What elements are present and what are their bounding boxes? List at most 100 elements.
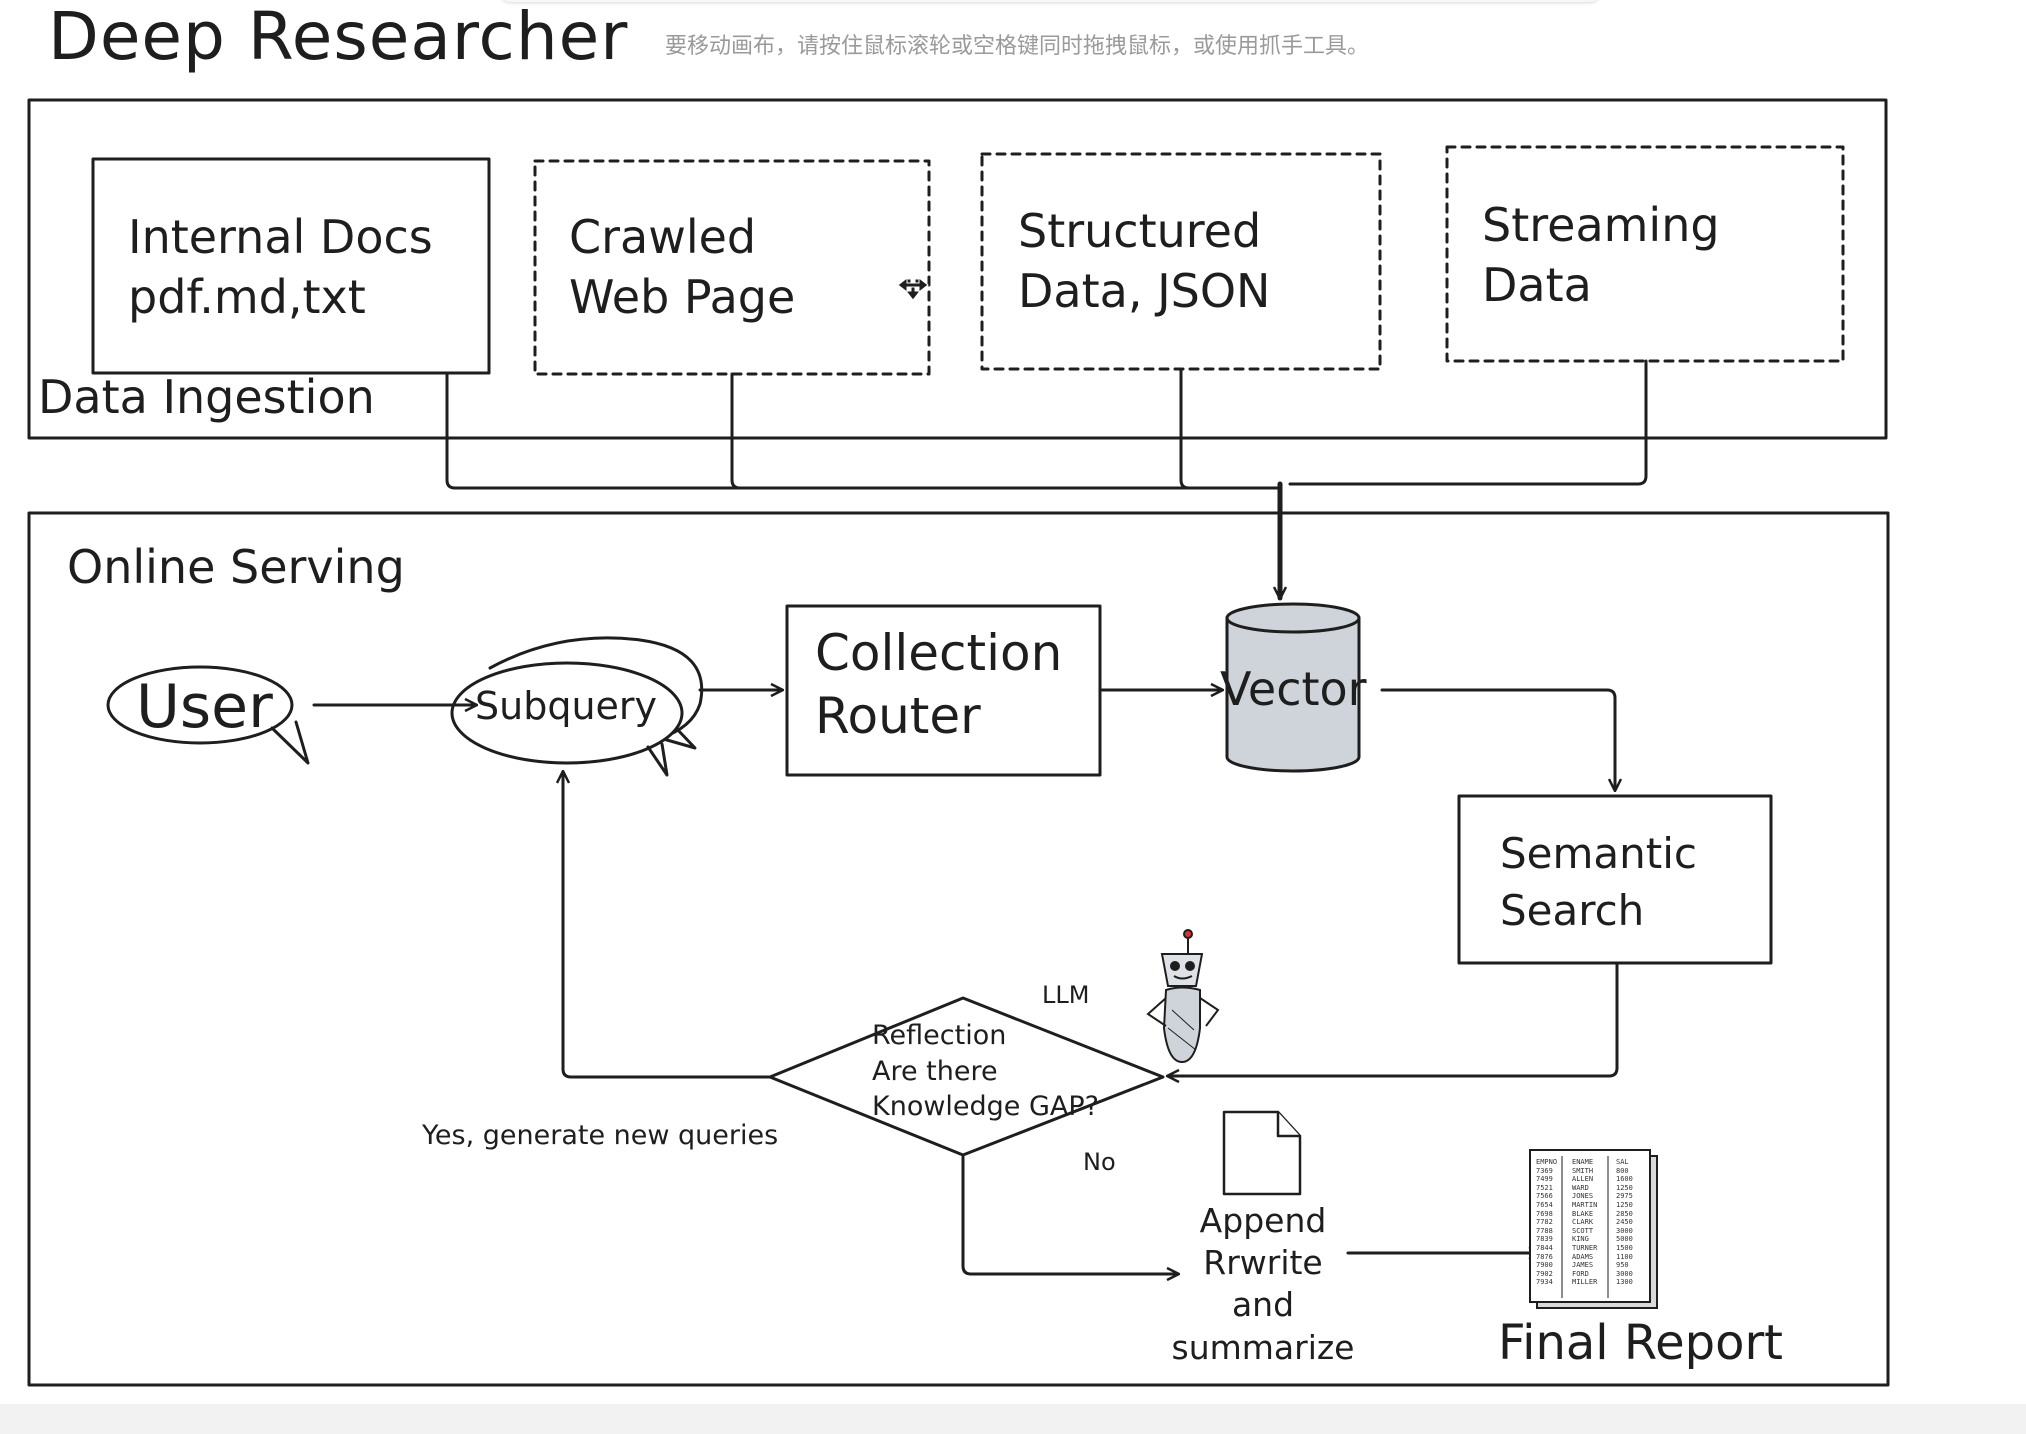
page-title: Deep Researcher xyxy=(48,0,629,75)
table-row: 7839 KING 5000 xyxy=(1536,1235,1644,1244)
table-row: 7782 CLARK 2450 xyxy=(1536,1218,1644,1227)
table-row: 7902 FORD 3000 xyxy=(1536,1270,1644,1279)
table-cell: 7566 xyxy=(1536,1192,1553,1201)
collection-router-box[interactable] xyxy=(785,604,1102,777)
table-cell: 1100 xyxy=(1616,1252,1633,1261)
table-cell: 2450 xyxy=(1616,1218,1633,1227)
final-report-label: Final Report xyxy=(1498,1315,1783,1371)
vector-store[interactable] xyxy=(1225,602,1361,773)
arrow-vector-to-semantic xyxy=(1380,688,1615,790)
streaming-data-label: Streaming Data xyxy=(1482,198,1720,312)
llm-label: LLM xyxy=(1042,981,1090,1009)
table-cell: 1500 xyxy=(1616,1243,1633,1252)
table-cell: 7521 xyxy=(1536,1183,1553,1192)
semantic-search-box[interactable] xyxy=(1457,794,1773,965)
reflection-diamond[interactable] xyxy=(768,996,1165,1157)
canvas-hint-text: 要移动画布，请按住鼠标滚轮或空格键同时拖拽鼠标，或使用抓手工具。 xyxy=(665,34,1370,59)
table-cell: 950 xyxy=(1616,1261,1629,1270)
table-cell: BLAKE xyxy=(1572,1209,1594,1218)
internal-docs-label: Internal Docs pdf.md,txt xyxy=(128,210,433,324)
table-row: 7876 ADAMS 1100 xyxy=(1536,1253,1644,1262)
table-cell: 800 xyxy=(1616,1166,1629,1175)
table-row: 7900 JAMES 950 xyxy=(1536,1261,1644,1270)
table-cell: KING xyxy=(1572,1235,1589,1244)
table-cell: 1250 xyxy=(1616,1200,1633,1209)
move-cursor-icon xyxy=(897,269,929,301)
table-cell: 7782 xyxy=(1536,1218,1553,1227)
table-row: 7934 MILLER 1300 xyxy=(1536,1278,1644,1287)
table-cell: 7788 xyxy=(1536,1226,1553,1235)
connector-streaming xyxy=(1288,359,1648,486)
table-cell: JONES xyxy=(1572,1192,1594,1201)
user-bubble[interactable] xyxy=(106,665,310,765)
top-toolbar-edge xyxy=(500,0,1600,2)
table-cell: 7839 xyxy=(1536,1235,1553,1244)
robot-icon xyxy=(1146,929,1220,1064)
table-cell: 7499 xyxy=(1536,1175,1553,1184)
table-header-cell: EMPNO xyxy=(1536,1158,1558,1166)
table-cell: 1600 xyxy=(1616,1175,1633,1184)
table-cell: 7900 xyxy=(1536,1261,1553,1270)
table-cell: WARD xyxy=(1572,1183,1589,1192)
online-serving-label: Online Serving xyxy=(67,540,405,594)
table-row: 7521 WARD 1250 xyxy=(1536,1184,1644,1193)
table-cell: SCOTT xyxy=(1572,1226,1594,1235)
collection-router-label: Collection Router xyxy=(815,624,1063,745)
table-cell: 3000 xyxy=(1616,1269,1633,1278)
table-cell: 7844 xyxy=(1536,1243,1553,1252)
table-cell: ADAMS xyxy=(1572,1252,1594,1261)
arrow-reflection-to-subquery xyxy=(563,772,772,1079)
subquery-label: Subquery xyxy=(475,684,658,728)
document-icon xyxy=(1222,1110,1302,1196)
table-cell: 7654 xyxy=(1536,1200,1553,1209)
report-table-header: EMPNO ENAME SAL xyxy=(1536,1158,1644,1167)
table-row: 7844 TURNER 1500 xyxy=(1536,1244,1644,1253)
semantic-search-label: Semantic Search xyxy=(1500,829,1697,935)
table-cell: 7934 xyxy=(1536,1278,1553,1287)
yes-generate-label: Yes, generate new queries xyxy=(422,1120,779,1151)
connector-internal-docs xyxy=(445,371,1282,490)
vector-label: Vector xyxy=(1220,662,1367,716)
crawled-web-page-label: Crawled Web Page xyxy=(569,210,796,324)
connector-crawled xyxy=(730,372,1282,490)
table-cell: 1250 xyxy=(1616,1183,1633,1192)
online-serving-frame[interactable] xyxy=(27,511,1890,1387)
streaming-data-box[interactable] xyxy=(1445,145,1845,363)
no-label: No xyxy=(1083,1148,1116,1176)
table-cell: SMITH xyxy=(1572,1166,1594,1175)
table-cell: CLARK xyxy=(1572,1218,1594,1227)
table-cell: MILLER xyxy=(1572,1278,1598,1287)
bottom-bar xyxy=(0,1404,2026,1434)
table-cell: FORD xyxy=(1572,1269,1589,1278)
table-cell: 5000 xyxy=(1616,1235,1633,1244)
table-cell: 1300 xyxy=(1616,1278,1633,1287)
data-ingestion-label: Data Ingestion xyxy=(38,370,375,424)
user-label: User xyxy=(136,672,273,742)
table-document-icon xyxy=(1529,1149,1658,1309)
arrow-reflection-to-append xyxy=(961,1155,1178,1274)
table-row: 7566 JONES 2975 xyxy=(1536,1192,1644,1201)
table-cell: TURNER xyxy=(1572,1243,1598,1252)
table-row: 7369 SMITH 800 xyxy=(1536,1167,1644,1176)
data-ingestion-frame[interactable] xyxy=(27,98,1888,440)
table-cell: 2975 xyxy=(1616,1192,1633,1201)
connector-structured xyxy=(1179,367,1282,490)
table-cell: 7698 xyxy=(1536,1209,1553,1218)
internal-docs-box[interactable] xyxy=(91,157,491,375)
table-cell: 7902 xyxy=(1536,1269,1553,1278)
subquery-bubble[interactable] xyxy=(450,636,704,777)
append-summarize-label: Append Rrwrite and summarize xyxy=(1171,1201,1355,1367)
table-cell: 3000 xyxy=(1616,1226,1633,1235)
table-cell: 7369 xyxy=(1536,1166,1553,1175)
table-row: 7788 SCOTT 3000 xyxy=(1536,1227,1644,1236)
arrow-semantic-to-reflection xyxy=(1168,963,1619,1076)
table-cell: JAMES xyxy=(1572,1261,1594,1270)
structured-data-label: Structured Data, JSON xyxy=(1018,204,1271,318)
table-header-cell: SAL xyxy=(1616,1158,1629,1166)
table-cell: 7876 xyxy=(1536,1252,1553,1261)
